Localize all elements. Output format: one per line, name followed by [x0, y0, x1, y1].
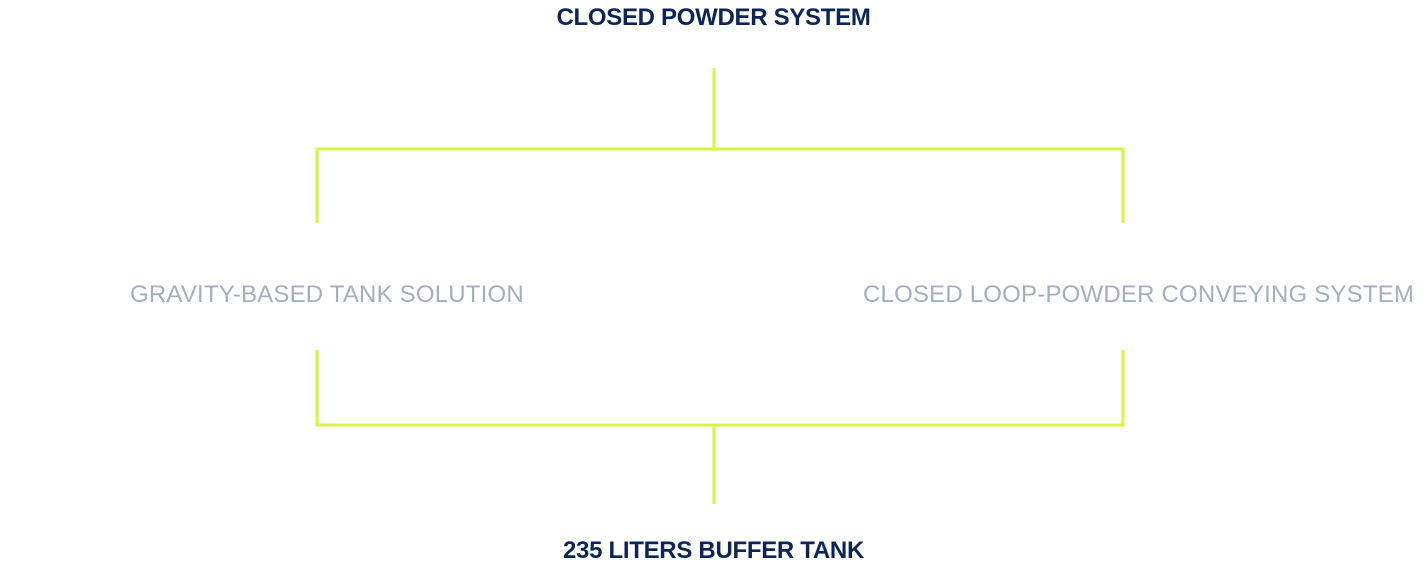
bottom-connector	[315, 350, 1125, 504]
top-node-label: CLOSED POWDER SYSTEM	[556, 4, 871, 31]
bottom-node-label: 235 LITERS BUFFER TANK	[563, 537, 864, 564]
top-connector	[315, 68, 1125, 223]
option-gravity-based-tank: GRAVITY-BASED TANK SOLUTION	[130, 281, 524, 308]
option-closed-loop-conveying: CLOSED LOOP-POWDER CONVEYING SYSTEM	[863, 281, 1415, 308]
